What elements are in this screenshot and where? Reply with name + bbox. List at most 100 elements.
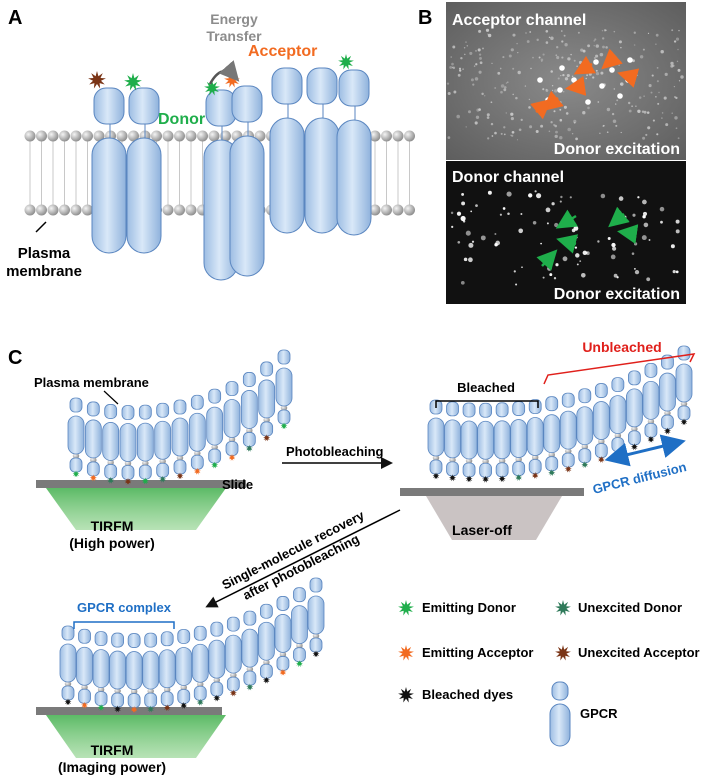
dye-star bbox=[64, 698, 72, 706]
noise-pixel bbox=[555, 54, 558, 57]
noise-pixel bbox=[473, 65, 476, 67]
noise-pixel bbox=[636, 74, 639, 77]
lipid-head bbox=[369, 130, 381, 142]
plasma-membrane-pointer bbox=[103, 390, 119, 405]
fluorescent-spot bbox=[646, 277, 651, 282]
gpcr-body bbox=[510, 419, 528, 458]
dye-star bbox=[449, 474, 457, 482]
gpcr-body bbox=[76, 646, 93, 686]
gpcr-top-domain bbox=[260, 361, 274, 377]
lipid-head bbox=[128, 130, 139, 142]
noise-pixel bbox=[542, 88, 545, 91]
noise-pixel bbox=[656, 67, 659, 69]
noise-pixel bbox=[456, 114, 460, 119]
lipid-head bbox=[185, 204, 197, 216]
fluorescent-spot bbox=[631, 252, 635, 255]
gpcr-body bbox=[102, 422, 120, 461]
noise-pixel bbox=[595, 71, 600, 76]
fluorescent-spot bbox=[660, 220, 663, 224]
fluorescent-spot bbox=[502, 207, 506, 210]
gpcr-complex-bracket bbox=[73, 621, 175, 629]
fluorescent-spot bbox=[475, 204, 478, 207]
noise-pixel bbox=[556, 46, 559, 49]
noise-pixel bbox=[548, 130, 551, 133]
gpcr-bottom-domain bbox=[138, 464, 152, 480]
noise-pixel bbox=[582, 111, 586, 115]
gpcr-bottom-domain bbox=[446, 461, 459, 477]
noise-pixel bbox=[464, 53, 466, 56]
gpcr-body bbox=[188, 412, 206, 452]
fluorescent-spot bbox=[648, 239, 651, 241]
gpcr-receptor bbox=[275, 349, 293, 430]
noise-pixel bbox=[565, 112, 569, 115]
noise-pixel bbox=[540, 58, 544, 62]
dye-star bbox=[97, 704, 105, 711]
noise-pixel bbox=[647, 32, 650, 35]
gpcr-body bbox=[493, 420, 511, 460]
noise-pixel bbox=[593, 45, 595, 47]
fluorescent-spot bbox=[553, 277, 557, 280]
fluorescent-spot bbox=[569, 196, 572, 199]
lipid-head bbox=[59, 204, 70, 216]
gpcr-receptor bbox=[109, 632, 126, 713]
lipid-head bbox=[631, 425, 638, 433]
lipid-head bbox=[185, 130, 197, 142]
gpcr-bottom-domain bbox=[208, 448, 222, 464]
noise-pixel bbox=[511, 134, 514, 137]
dye-star bbox=[564, 465, 572, 473]
fluorescent-spot bbox=[461, 192, 465, 196]
lipid-head bbox=[246, 427, 253, 434]
gpcr-top-domain bbox=[259, 603, 273, 619]
lipid-head bbox=[548, 451, 555, 458]
gpcr-body bbox=[257, 621, 275, 661]
legend-unexcited-acceptor: Unexcited Acceptor bbox=[578, 645, 700, 660]
gpcr-bottom-domain bbox=[661, 414, 674, 430]
noise-pixel bbox=[601, 30, 604, 32]
fluorescent-spot bbox=[494, 233, 497, 235]
noise-pixel bbox=[615, 103, 617, 105]
dye-star bbox=[196, 698, 204, 706]
noise-pixel bbox=[575, 137, 578, 141]
gpcr-receptor bbox=[206, 388, 224, 469]
noise-pixel bbox=[593, 40, 595, 42]
fluorescent-spot bbox=[579, 260, 582, 262]
bright-spot bbox=[599, 83, 605, 89]
noise-pixel bbox=[562, 73, 565, 77]
noise-pixel bbox=[563, 34, 566, 37]
noise-pixel bbox=[673, 40, 677, 43]
gpcr-bottom-domain bbox=[127, 693, 141, 708]
gpcr-body bbox=[125, 651, 143, 690]
noise-pixel bbox=[641, 110, 645, 113]
gpcr-body bbox=[444, 419, 461, 459]
noise-pixel bbox=[516, 42, 518, 45]
fluorescent-spot bbox=[547, 266, 552, 271]
lipid-head bbox=[47, 204, 59, 216]
gpcr-body bbox=[92, 649, 110, 689]
emitting-donor-icon bbox=[398, 600, 414, 616]
noise-pixel bbox=[530, 67, 532, 70]
tirfm-imaging-line1: TIRFM bbox=[91, 742, 134, 758]
dye-star bbox=[531, 471, 539, 479]
dye-star bbox=[229, 689, 237, 697]
noise-pixel bbox=[500, 84, 505, 88]
noise-pixel bbox=[571, 75, 574, 78]
lipid-head bbox=[174, 204, 185, 216]
bright-spot bbox=[545, 97, 551, 103]
lipid-head bbox=[64, 680, 72, 688]
panel-b: B Acceptor channel Donor excitation Dono… bbox=[418, 2, 686, 304]
noise-pixel bbox=[447, 91, 451, 96]
lipid-head bbox=[404, 204, 415, 216]
dye-star bbox=[280, 422, 288, 430]
noise-pixel bbox=[466, 45, 469, 47]
lipid-head bbox=[498, 457, 506, 465]
gpcr-bottom-domain bbox=[69, 457, 83, 473]
gpcr-body bbox=[307, 595, 325, 635]
fluorescent-spot bbox=[499, 213, 502, 216]
noise-pixel bbox=[576, 65, 578, 68]
membrane-arc-2 bbox=[427, 345, 693, 483]
noise-pixel bbox=[671, 29, 674, 32]
gpcr-body bbox=[336, 119, 372, 236]
lipid-head bbox=[162, 204, 174, 216]
dye-star bbox=[114, 705, 122, 713]
gpcr-top-domain bbox=[512, 401, 526, 416]
